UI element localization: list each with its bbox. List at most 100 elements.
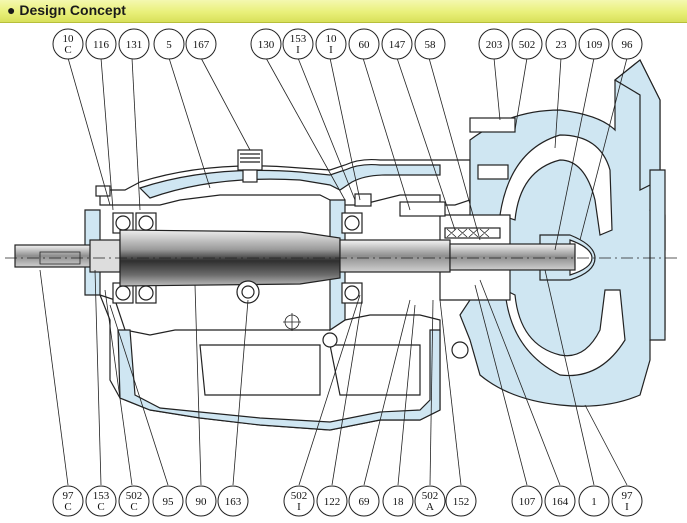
callout-circle <box>185 485 217 517</box>
callout-bot-152: 152 <box>445 485 477 517</box>
callout-circle <box>578 485 610 517</box>
callout-number: 18 <box>393 496 405 508</box>
suction-flange <box>649 169 666 341</box>
callout-bot-107: 107 <box>511 485 543 517</box>
section-header: ● Design Concept <box>0 0 687 23</box>
callout-suffix: I <box>297 501 301 513</box>
callout-suffix: C <box>64 44 71 56</box>
callout-circle <box>283 485 315 517</box>
callout-number: 147 <box>389 39 406 51</box>
callout-circle <box>511 485 543 517</box>
callout-number: 96 <box>622 39 634 51</box>
inner-rib <box>199 344 321 396</box>
bearing-inboard <box>341 212 363 304</box>
bearing-outboard <box>112 212 157 304</box>
shaft-front <box>449 243 576 271</box>
callout-circle <box>217 485 249 517</box>
oil-plug <box>322 332 338 348</box>
callout-number: 122 <box>324 496 341 508</box>
callout-number: 95 <box>163 496 175 508</box>
callout-circle <box>611 28 643 60</box>
callout-circle <box>348 28 380 60</box>
callout-suffix: I <box>296 44 300 56</box>
callout-top-96: 96 <box>611 28 643 60</box>
callout-bot-95: 95 <box>152 485 184 517</box>
callout-number: 164 <box>552 496 569 508</box>
callout-number: 116 <box>93 39 110 51</box>
callout-circle <box>118 485 150 517</box>
callout-number: 203 <box>486 39 503 51</box>
callout-circle <box>52 485 84 517</box>
callout-number: 5 <box>166 39 172 51</box>
keyway <box>39 251 81 265</box>
callout-number: 153 <box>290 33 307 45</box>
callout-number: 1 <box>591 496 597 508</box>
callout-top-23: 23 <box>545 28 577 60</box>
callout-number: 107 <box>519 496 536 508</box>
callout-circle <box>250 28 282 60</box>
callout-suffix: C <box>64 501 71 513</box>
callout-number: 130 <box>258 39 275 51</box>
callout-top-60: 60 <box>348 28 380 60</box>
callout-bot-97i: 97I <box>611 485 643 517</box>
callout-suffix: A <box>426 501 434 513</box>
callout-bot-1: 1 <box>578 485 610 517</box>
callout-suffix: C <box>130 501 137 513</box>
callout-number: 69 <box>359 496 371 508</box>
section-title: ● Design Concept <box>7 2 126 18</box>
callout-bot-163: 163 <box>217 485 249 517</box>
callout-top-109: 109 <box>578 28 610 60</box>
callout-number: 502 <box>126 490 143 502</box>
callout-number: 153 <box>93 490 110 502</box>
callout-circle <box>185 28 217 60</box>
callout-circle <box>85 28 117 60</box>
callout-suffix: C <box>97 501 104 513</box>
callout-circle <box>348 485 380 517</box>
callout-number: 58 <box>425 39 437 51</box>
grease-fitting <box>237 149 263 183</box>
inner-rib-2 <box>329 344 421 396</box>
callout-number: 502 <box>291 490 308 502</box>
callout-number: 502 <box>519 39 536 51</box>
callout-circle <box>381 28 413 60</box>
callout-top-147: 147 <box>381 28 413 60</box>
packing-x <box>446 228 490 238</box>
callout-circle <box>511 28 543 60</box>
callout-number: 167 <box>193 39 210 51</box>
volute-inner-lower <box>504 288 626 377</box>
callout-number: 502 <box>422 490 439 502</box>
callout-circle <box>611 485 643 517</box>
callout-top-130: 130 <box>250 28 282 60</box>
callout-bot-90: 90 <box>185 485 217 517</box>
callout-number: 97 <box>622 490 634 502</box>
callout-circle <box>52 28 84 60</box>
callout-bot-122: 122 <box>316 485 348 517</box>
callout-number: 163 <box>225 496 242 508</box>
callout-circle <box>478 28 510 60</box>
callout-number: 97 <box>63 490 75 502</box>
crosshair <box>283 313 301 331</box>
callout-suffix: I <box>329 44 333 56</box>
volute-inner <box>499 134 613 236</box>
callout-number: 10 <box>63 33 75 45</box>
callout-circle <box>545 28 577 60</box>
callout-top-58: 58 <box>414 28 446 60</box>
callout-circle <box>118 28 150 60</box>
pump-body <box>5 59 680 431</box>
callout-circle <box>152 485 184 517</box>
callout-circle <box>85 485 117 517</box>
callout-number: 60 <box>359 39 371 51</box>
leader-lines <box>39 57 628 486</box>
callout-top-167: 167 <box>185 28 217 60</box>
callout-bot-97c: 97C <box>52 485 84 517</box>
drain-plug <box>236 280 260 304</box>
callout-circle <box>544 485 576 517</box>
vent-plug <box>451 341 469 359</box>
